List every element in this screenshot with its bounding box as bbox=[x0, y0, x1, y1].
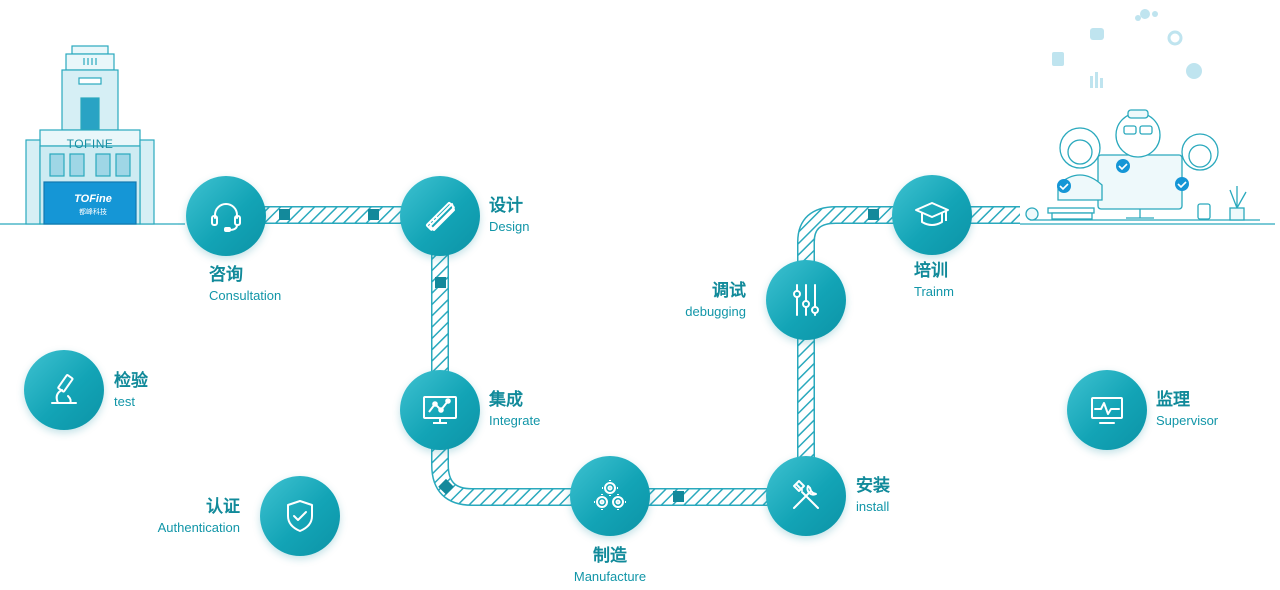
service-subtitle: test bbox=[114, 394, 135, 409]
pipe-marker bbox=[368, 209, 379, 220]
service-title: 监理 bbox=[1156, 390, 1190, 409]
step-subtitle: Integrate bbox=[489, 413, 541, 428]
supervisor-node[interactable] bbox=[1067, 370, 1147, 450]
floating-tech-icons bbox=[1052, 9, 1202, 88]
consultation-node[interactable] bbox=[186, 176, 266, 256]
building-sign-sub: 都峰科技 bbox=[79, 209, 107, 216]
pencil-ruler-icon bbox=[425, 201, 455, 231]
graduation-cap-icon bbox=[915, 202, 949, 226]
step-title: 设计 bbox=[489, 196, 523, 215]
step-subtitle: Consultation bbox=[209, 288, 282, 303]
consultation-label: 咨询 Consultation bbox=[209, 264, 281, 306]
training-node[interactable] bbox=[892, 175, 972, 255]
pipeline-outline bbox=[226, 206, 1020, 506]
company-building-illustration bbox=[25, 45, 155, 225]
step-subtitle: Manufacture bbox=[573, 569, 647, 584]
shield-check-icon bbox=[287, 500, 313, 532]
supervisor-label: 监理 Supervisor bbox=[1156, 389, 1218, 431]
pipe-marker bbox=[673, 491, 684, 502]
debugging-label: 调试 debugging bbox=[646, 280, 746, 322]
authentication-node[interactable] bbox=[260, 476, 340, 556]
authentication-label: 认证 Authentication bbox=[140, 496, 240, 538]
microscope-icon bbox=[51, 374, 77, 404]
check-badges bbox=[1057, 159, 1189, 193]
step-title: 调试 bbox=[712, 281, 746, 300]
test-node[interactable] bbox=[24, 350, 104, 430]
training-team-illustration bbox=[1025, 109, 1260, 221]
step-subtitle: debugging bbox=[685, 304, 746, 319]
training-label: 培训 Trainm bbox=[914, 260, 954, 302]
pipeline-fill bbox=[226, 207, 1020, 505]
pipe-marker bbox=[279, 209, 290, 220]
step-subtitle: Design bbox=[489, 219, 530, 234]
design-label: 设计 Design bbox=[489, 195, 529, 237]
step-title: 制造 bbox=[593, 546, 627, 565]
building-sign: TOFine bbox=[74, 193, 112, 205]
monitor-chart-icon bbox=[423, 396, 457, 424]
step-subtitle: install bbox=[856, 499, 890, 514]
monitor-pulse-icon bbox=[1091, 397, 1123, 424]
design-node[interactable] bbox=[400, 176, 480, 256]
manufacture-node[interactable] bbox=[570, 456, 650, 536]
integrate-node[interactable] bbox=[400, 370, 480, 450]
pipe-marker bbox=[435, 277, 446, 288]
service-subtitle: Authentication bbox=[157, 520, 240, 535]
install-label: 安装 install bbox=[856, 475, 890, 517]
sliders-icon bbox=[793, 284, 819, 316]
manufacture-label: 制造 Manufacture bbox=[560, 545, 660, 587]
building-name: TOFINE bbox=[66, 137, 114, 151]
headset-icon bbox=[211, 203, 241, 232]
test-label: 检验 test bbox=[114, 370, 148, 412]
step-title: 培训 bbox=[914, 261, 948, 280]
install-node[interactable] bbox=[766, 456, 846, 536]
service-title: 检验 bbox=[114, 371, 148, 390]
service-title: 认证 bbox=[206, 497, 240, 516]
step-subtitle: Trainm bbox=[914, 284, 954, 299]
integrate-label: 集成 Integrate bbox=[489, 389, 540, 431]
tools-icon bbox=[793, 480, 819, 509]
step-title: 集成 bbox=[489, 390, 523, 409]
step-title: 安装 bbox=[856, 476, 890, 495]
pipe-marker bbox=[438, 478, 454, 495]
gears-icon bbox=[594, 480, 626, 510]
pipe-marker bbox=[868, 209, 879, 220]
service-subtitle: Supervisor bbox=[1156, 413, 1219, 428]
step-title: 咨询 bbox=[209, 265, 243, 284]
debugging-node[interactable] bbox=[766, 260, 846, 340]
